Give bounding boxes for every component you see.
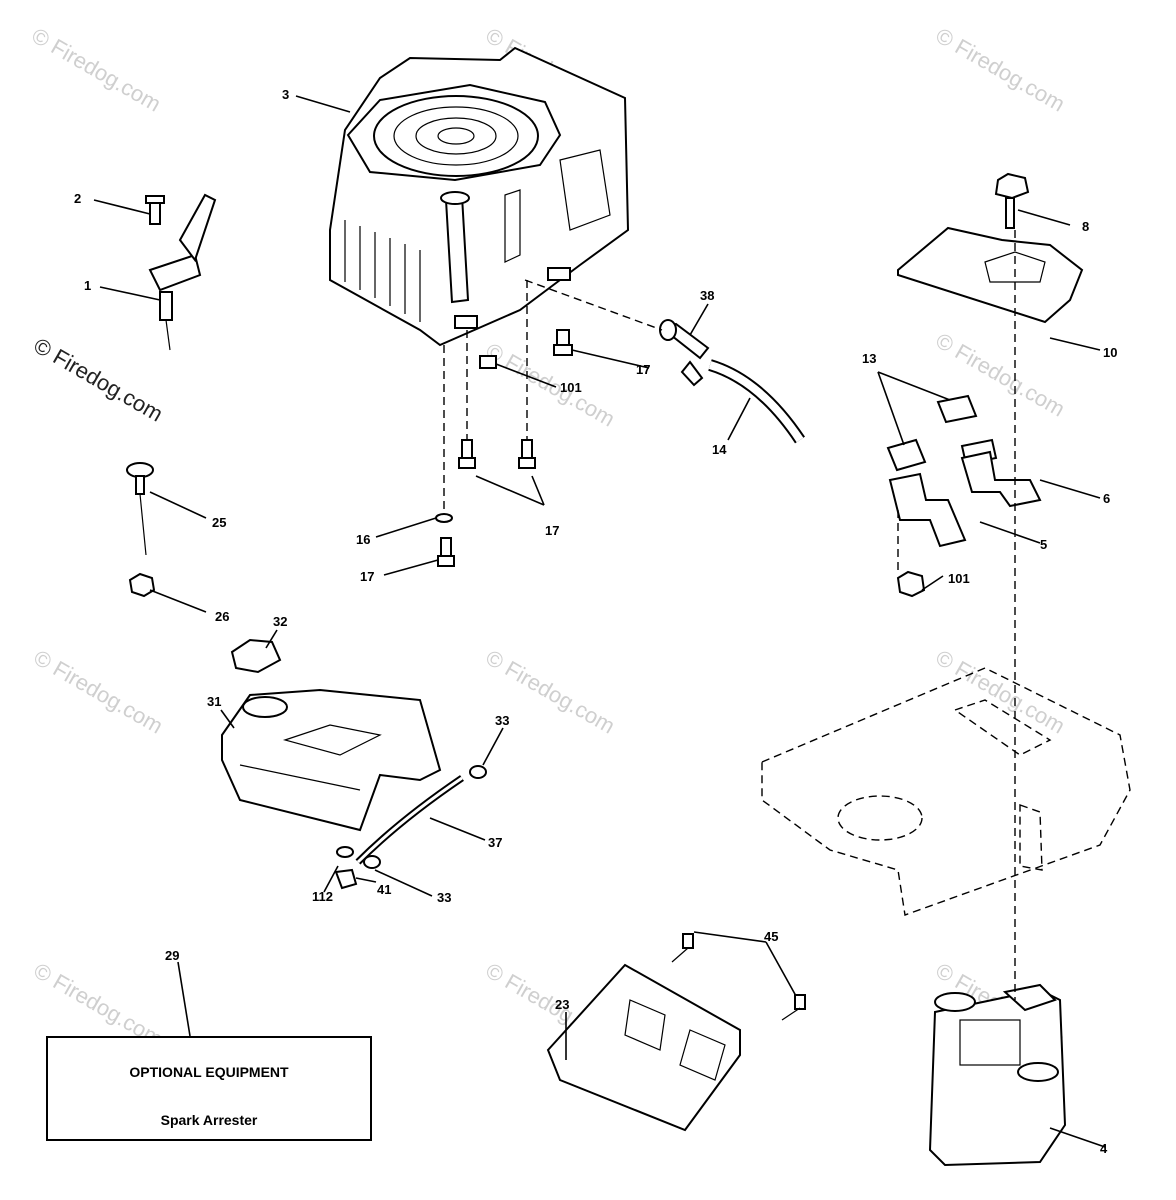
alignment-lines — [443, 230, 1016, 1000]
callout-33: 33 — [495, 713, 509, 728]
muffler-part — [928, 983, 1067, 1167]
callout-37: 37 — [488, 835, 502, 850]
callout-5: 5 — [1040, 537, 1047, 552]
callout-45: 45 — [764, 929, 778, 944]
callout-4: 4 — [1100, 1141, 1108, 1156]
callout-16: 16 — [356, 532, 370, 547]
engine-bolts-part — [435, 329, 573, 567]
dipstick-part — [126, 462, 156, 598]
callout-101: 101 — [560, 380, 582, 395]
callout-41: 41 — [377, 882, 391, 897]
mount-plate-part — [897, 172, 1084, 324]
callout-10: 10 — [1103, 345, 1117, 360]
callout-25: 25 — [212, 515, 226, 530]
callout-13: 13 — [862, 351, 876, 366]
engine-part — [329, 46, 630, 347]
watermark: © Firedog.com — [30, 333, 168, 427]
callout-38: 38 — [700, 288, 714, 303]
callout-1: 1 — [84, 278, 91, 293]
fuel-line-part — [659, 319, 805, 444]
exhaust-pipes-part — [886, 394, 1042, 598]
watermark: © Firedog.com — [28, 23, 166, 117]
throttle-bracket-part — [145, 193, 217, 351]
optional-equipment-box: OPTIONAL EQUIPMENT Spark Arrester — [46, 1036, 372, 1141]
watermark: © Firedog.com — [932, 645, 1070, 739]
callout-31: 31 — [207, 694, 221, 709]
callout-112: 112 — [312, 889, 333, 904]
callout-23: 23 — [555, 997, 569, 1012]
callout-14: 14 — [712, 442, 727, 457]
engine-deck-part — [761, 667, 1131, 916]
callout-3: 3 — [282, 87, 289, 102]
callout-101: 101 — [948, 571, 970, 586]
callout-32: 32 — [273, 614, 287, 629]
callout-33: 33 — [437, 890, 451, 905]
leader-lines — [93, 95, 1106, 1148]
callouts: 3 2 1 8 10 38 14 17 101 13 6 5 101 17 16… — [74, 87, 1117, 1156]
heat-shield-part — [546, 933, 806, 1132]
callout-2: 2 — [74, 191, 81, 206]
fuel-hose-part — [334, 765, 487, 890]
callout-26: 26 — [215, 609, 229, 624]
callout-17: 17 — [545, 523, 559, 538]
spark-arrester-label: Spark Arrester — [160, 1112, 258, 1128]
callout-17: 17 — [360, 569, 374, 584]
callout-6: 6 — [1103, 491, 1110, 506]
watermark: © Firedog.com — [30, 645, 168, 739]
callout-29: 29 — [165, 948, 179, 963]
optional-equipment-title: OPTIONAL EQUIPMENT — [129, 1064, 289, 1080]
callout-17: 17 — [636, 362, 650, 377]
fuel-tank-part — [221, 638, 442, 832]
watermark: © Firedog.com — [932, 23, 1070, 117]
callout-8: 8 — [1082, 219, 1089, 234]
